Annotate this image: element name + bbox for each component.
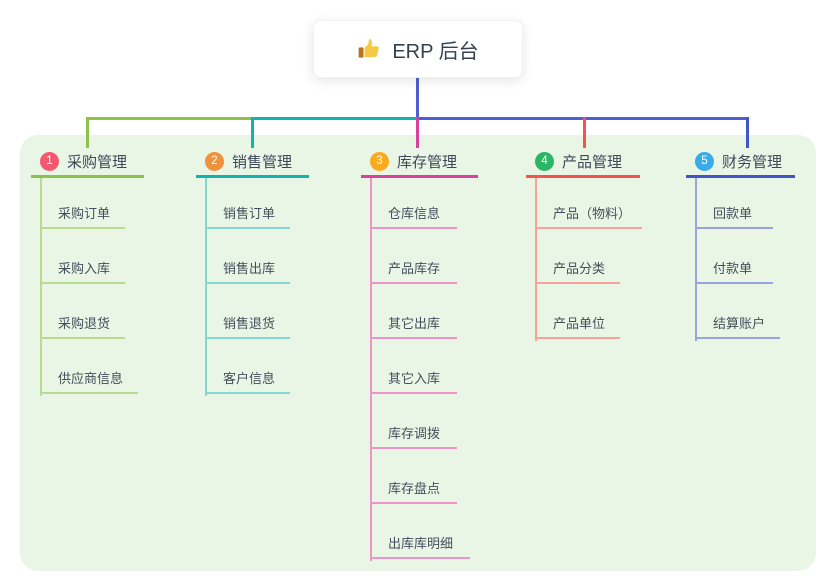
branch-5-child-node[interactable]: 结算账户: [695, 312, 780, 339]
branch-1-child-node[interactable]: 供应商信息: [40, 367, 138, 394]
branch-1-label: 采购管理: [67, 154, 128, 171]
branch-5-child-line: [695, 178, 697, 341]
branch-4-number-badge: 4: [535, 152, 554, 171]
branch-3-label: 库存管理: [397, 154, 458, 171]
branch-3-number-badge: 3: [370, 152, 389, 171]
branch-3-child-node[interactable]: 其它出库: [370, 312, 457, 339]
branch-4-child-node[interactable]: 产品分类: [535, 257, 620, 284]
branch-4-child-node[interactable]: 产品（物料）: [535, 202, 642, 229]
connector-segment-teal: [254, 117, 418, 120]
branch-2-child-node[interactable]: 销售订单: [205, 202, 290, 229]
branch-3-child-node[interactable]: 仓库信息: [370, 202, 457, 229]
root-node-label: ERP 后台: [392, 40, 479, 63]
branch-5-child-node[interactable]: 回款单: [695, 202, 773, 229]
branch-5-drop-line: [746, 117, 749, 148]
thumbs-up-icon: [357, 36, 383, 62]
branch-1-drop-line: [86, 117, 89, 148]
branches-panel-background: [20, 135, 816, 571]
branch-4-drop-line: [583, 117, 586, 148]
root-node[interactable]: ERP 后台: [313, 20, 523, 78]
branch-5-label: 财务管理: [722, 154, 783, 171]
branch-2-header[interactable]: 2 销售管理: [196, 148, 309, 178]
branch-2-label: 销售管理: [232, 154, 293, 171]
branch-2-drop-line: [251, 117, 254, 148]
branch-2-number-badge: 2: [205, 152, 224, 171]
branch-3-child-node[interactable]: 出库库明细: [370, 532, 470, 559]
branch-1-child-node[interactable]: 采购入库: [40, 257, 125, 284]
branch-3-drop-line: [416, 117, 419, 148]
branch-4-label: 产品管理: [562, 154, 623, 171]
branch-3-child-node[interactable]: 产品库存: [370, 257, 457, 284]
branch-1-child-node[interactable]: 采购退货: [40, 312, 125, 339]
branch-4-child-node[interactable]: 产品单位: [535, 312, 620, 339]
branch-1-child-node[interactable]: 采购订单: [40, 202, 125, 229]
branch-5-header[interactable]: 5 财务管理: [686, 148, 795, 178]
connector-segment-green: [87, 117, 254, 120]
branch-2-child-node[interactable]: 销售出库: [205, 257, 290, 284]
branch-3-header[interactable]: 3 库存管理: [361, 148, 478, 178]
branch-4-header[interactable]: 4 产品管理: [526, 148, 640, 178]
branch-1-number-badge: 1: [40, 152, 59, 171]
branch-1-child-line: [40, 178, 42, 396]
branch-2-child-line: [205, 178, 207, 396]
branch-3-child-node[interactable]: 库存盘点: [370, 477, 457, 504]
root-connector-line: [416, 78, 419, 120]
branch-3-child-node[interactable]: 库存调拨: [370, 422, 457, 449]
branch-3-child-node[interactable]: 其它入库: [370, 367, 457, 394]
branch-2-child-node[interactable]: 客户信息: [205, 367, 290, 394]
branch-5-child-node[interactable]: 付款单: [695, 257, 773, 284]
branch-1-header[interactable]: 1 采购管理: [31, 148, 144, 178]
branch-4-child-line: [535, 178, 537, 341]
branch-3-child-line: [370, 178, 372, 561]
branch-2-child-node[interactable]: 销售退货: [205, 312, 290, 339]
branch-5-number-badge: 5: [695, 152, 714, 171]
